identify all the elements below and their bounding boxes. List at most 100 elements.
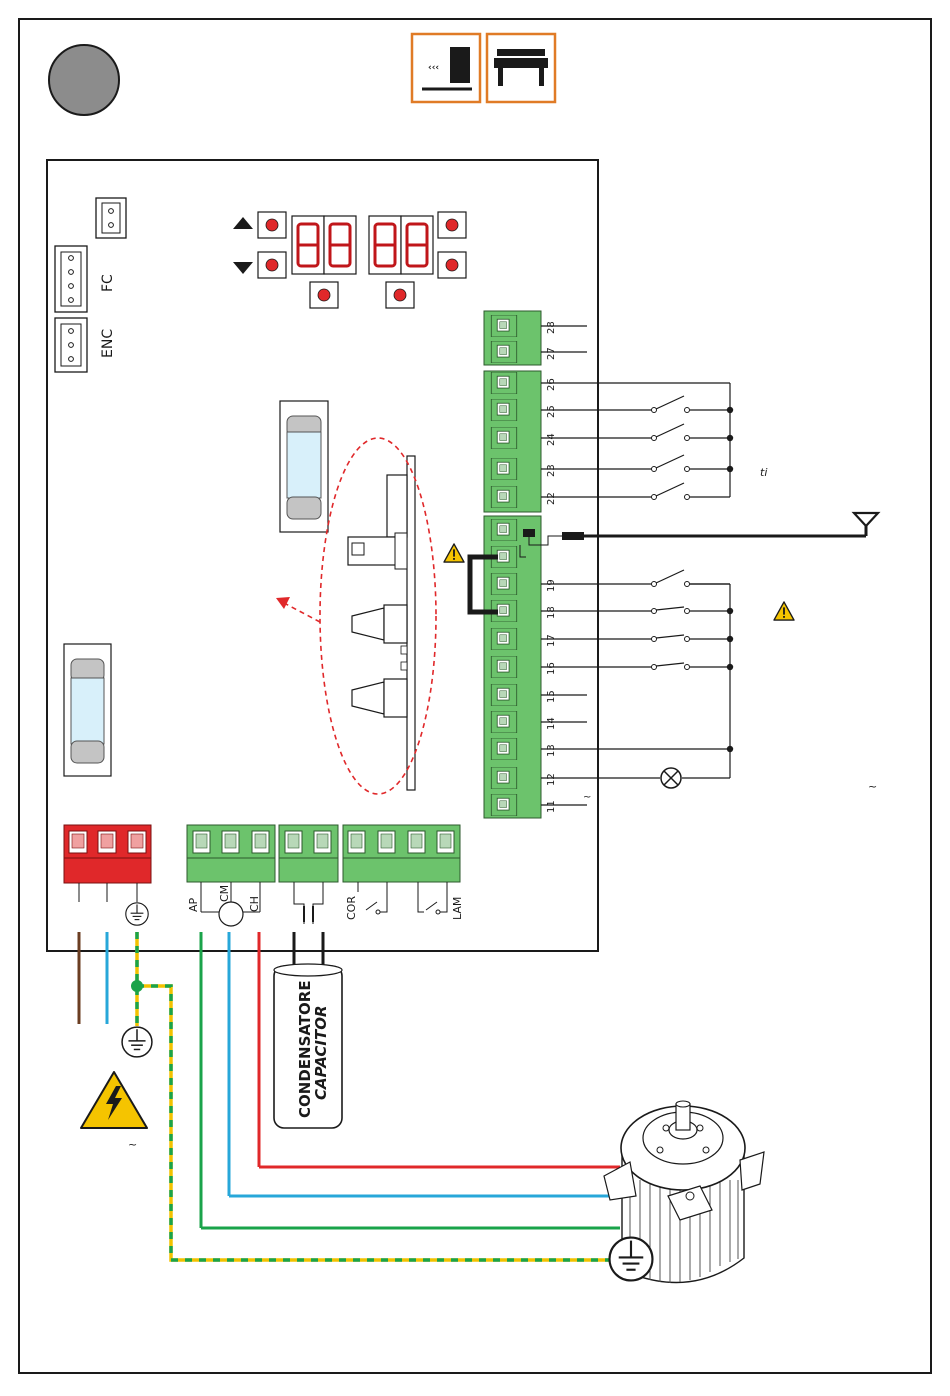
terminal-screw [491, 427, 516, 449]
power-terminal-block [64, 825, 151, 902]
terminal-screw [491, 767, 516, 789]
earth-icon-motor [610, 1238, 653, 1281]
terminal-number-24: 24 [546, 433, 557, 446]
switch-no [652, 396, 731, 413]
switch-nc [652, 607, 731, 614]
terminal-number-25: 25 [546, 405, 557, 418]
junction-dot [727, 746, 733, 752]
switch-no [652, 570, 731, 587]
warning-icon-safety [774, 602, 794, 620]
terminal-number-14: 14 [546, 717, 557, 730]
junction-dot [727, 664, 733, 670]
warning-icon-jumper [444, 544, 464, 562]
display-left [292, 216, 356, 274]
safety-inputs-wiring [541, 584, 730, 805]
switch-no [652, 455, 731, 472]
junction-dot [727, 407, 733, 413]
plugin-arrow-icon [276, 597, 320, 622]
terminal-screw [491, 399, 516, 421]
motor-terminal-ch: CH [248, 896, 261, 912]
junction-dot [727, 435, 733, 441]
junction-dot [727, 608, 733, 614]
earth-icon-board [126, 903, 148, 925]
output-terminal-cor: COR [345, 896, 358, 920]
receiver-module [348, 456, 415, 790]
page-frame [19, 19, 931, 1373]
terminal-number-11: 11 [546, 800, 557, 813]
terminal-screw [491, 711, 516, 733]
fuse-lower [64, 644, 111, 776]
terminal-number-27: 27 [546, 347, 557, 360]
terminal-screw [491, 738, 516, 760]
output-terminal-block [343, 825, 460, 914]
terminal-number-12: 12 [546, 773, 557, 786]
terminal-number-15: 15 [546, 690, 557, 703]
terminal-screw [491, 519, 516, 541]
mark-tilde-left: ~ [128, 1138, 137, 1151]
terminal-number-18: 18 [546, 606, 557, 619]
switch-no [652, 424, 731, 441]
fc-label: FC [100, 274, 116, 292]
barrier-gate-icon [487, 34, 555, 102]
terminal-screw [491, 628, 516, 650]
sliding-gate-icon: ‹‹‹ [412, 34, 480, 102]
lamp-icon [661, 768, 681, 788]
junction-dot [727, 636, 733, 642]
button-left-menu[interactable] [310, 282, 338, 308]
capacitor-label-en: CAPACITOR [312, 1005, 330, 1100]
mark-tilde-right: ~ [868, 780, 877, 793]
switch-nc [652, 635, 731, 642]
terminal-screw [491, 341, 516, 363]
arrow-up-icon [233, 217, 253, 229]
output-terminal-lam: LAM [451, 897, 464, 920]
button-down[interactable] [258, 252, 286, 278]
terminal-screws [491, 315, 516, 816]
button-right-menu[interactable] [386, 282, 414, 308]
switch-no [652, 483, 731, 500]
antenna-connection [520, 524, 866, 557]
mark-tilde-small: ~ [583, 792, 591, 803]
button-right-top[interactable] [438, 212, 466, 238]
motor-terminal-cm: CM [218, 885, 231, 902]
fuse-upper [280, 401, 328, 532]
motor-terminal-ap: AP [187, 897, 200, 912]
terminal-number-28: 28 [546, 321, 557, 334]
safety-switches [652, 570, 734, 752]
antenna-icon [854, 513, 878, 526]
button-up[interactable] [258, 212, 286, 238]
terminal-number-13: 13 [546, 744, 557, 757]
terminal-number-16: 16 [546, 662, 557, 675]
button-right-bottom[interactable] [438, 252, 466, 278]
terminal-number-22: 22 [546, 492, 557, 505]
terminal-screw [491, 794, 516, 816]
mark-ti: ti [760, 466, 767, 479]
wire-earth [131, 932, 610, 1260]
aux-connector-2pin [96, 198, 126, 238]
terminal-number-19: 19 [546, 579, 557, 592]
command-switches [652, 396, 734, 500]
capacitor-terminal-block [279, 825, 338, 924]
command-inputs-wiring [541, 383, 730, 497]
terminal-screw [491, 372, 516, 394]
terminal-screw [491, 458, 516, 480]
junction-dot [727, 466, 733, 472]
switch-nc [652, 663, 731, 670]
enc-label: ENC [100, 329, 116, 358]
terminal-screw [491, 573, 516, 595]
terminal-screw [491, 315, 516, 337]
fc-connector [55, 246, 87, 312]
terminal-number-26: 26 [546, 378, 557, 391]
motor-terminal-block [187, 825, 275, 926]
display-right [369, 216, 433, 274]
enc-connector [55, 318, 87, 372]
terminal-screw [491, 684, 516, 706]
terminal-number-23: 23 [546, 464, 557, 477]
terminal-screw [491, 656, 516, 678]
high-voltage-icon [81, 1072, 147, 1128]
svg-text:‹‹‹: ‹‹‹ [428, 63, 439, 73]
earth-icon-mains [122, 1027, 152, 1057]
arrow-down-icon [233, 262, 253, 274]
